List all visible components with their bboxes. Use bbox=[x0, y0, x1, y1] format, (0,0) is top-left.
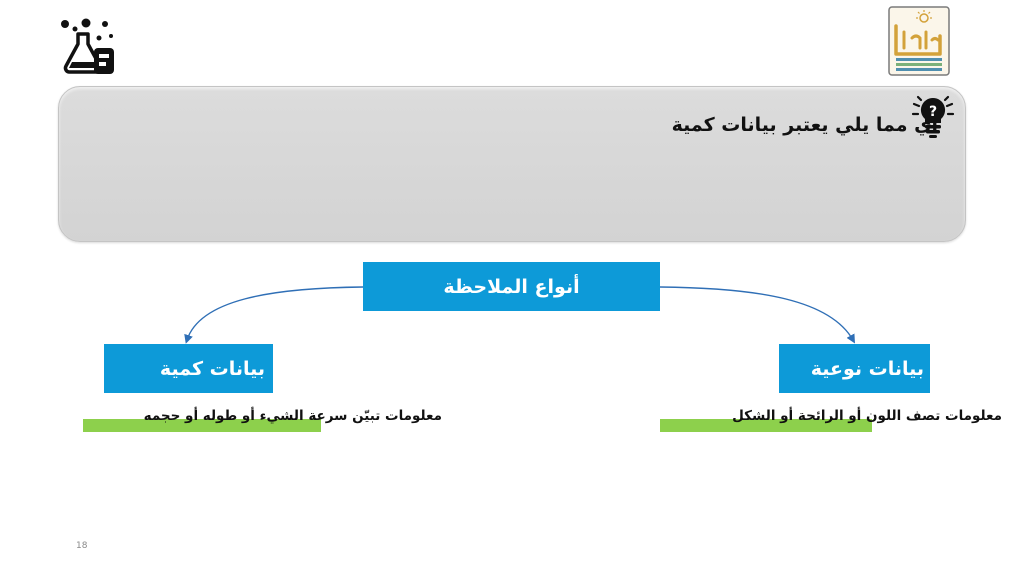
svg-text:?: ? bbox=[929, 104, 937, 120]
connector-right-arrow bbox=[659, 286, 855, 344]
connector-left-arrow bbox=[184, 286, 364, 344]
qualitative-description: معلومات تصف اللون أو الرائحة أو الشكل bbox=[732, 408, 1002, 424]
qualitative-data-box: بيانات نوعية bbox=[779, 344, 930, 393]
qualitative-data-label: بيانات نوعية bbox=[810, 357, 924, 380]
observation-types-label: أنواع الملاحظة bbox=[443, 275, 580, 298]
quantitative-data-box: بيانات كمية bbox=[104, 344, 273, 393]
qualitative-highlight bbox=[660, 419, 872, 432]
page-number: 18 bbox=[76, 541, 88, 551]
quantitative-highlight bbox=[83, 419, 321, 432]
lightbulb-question-icon: ? bbox=[911, 95, 955, 138]
observation-types-box: أنواع الملاحظة bbox=[363, 262, 660, 311]
science-flask-icon bbox=[61, 18, 114, 74]
quantitative-data-label: بيانات كمية bbox=[159, 357, 265, 380]
question-text: أي مما يلي يعتبر بيانات كمية bbox=[671, 114, 938, 136]
question-panel bbox=[58, 86, 966, 242]
logo-icon bbox=[888, 6, 950, 76]
quantitative-description: معلومات تبيّن سرعة الشيء أو طوله أو حجمه bbox=[143, 408, 442, 424]
